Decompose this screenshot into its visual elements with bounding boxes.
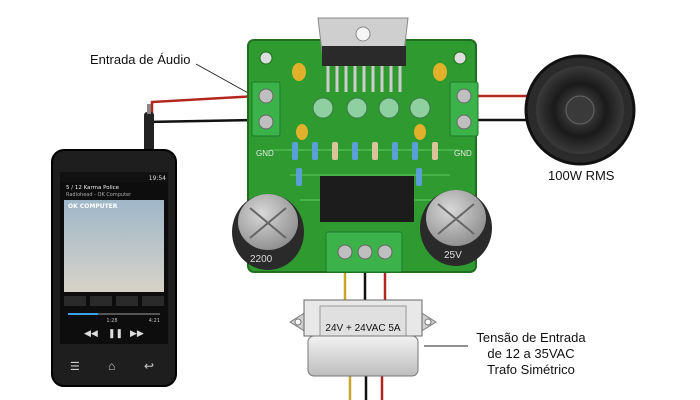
menu-icon[interactable]: ☰ — [70, 361, 80, 373]
input-voltage-label-line3: Trafo Simétrico — [487, 362, 575, 377]
phone-track-title: 5 / 12 Karma Police — [66, 185, 120, 191]
amplifier-chip — [317, 17, 409, 92]
album-title: OK COMPUTER — [68, 203, 118, 210]
previous-icon[interactable]: ◀◀ — [84, 328, 98, 338]
smartphone: 19:54 5 / 12 Karma Police Radiohead - OK… — [51, 149, 177, 387]
phone-elapsed: 1:28 — [106, 318, 117, 324]
power-input-terminal — [325, 231, 403, 273]
equalizer-buttons[interactable] — [64, 296, 164, 306]
back-icon[interactable]: ↩ — [144, 359, 154, 373]
audio-cable — [144, 94, 259, 152]
resistors — [292, 142, 438, 186]
phone-duration: 4:21 — [149, 318, 160, 324]
audio-label-leader — [195, 63, 251, 95]
tantalum-capacitor — [292, 63, 306, 81]
input-voltage-label-line2: de 12 a 35VAC — [487, 346, 575, 361]
pause-icon[interactable]: ❚❚ — [108, 328, 123, 339]
speaker-power-label: 100W RMS — [548, 168, 615, 183]
tantalum-capacitor — [433, 63, 447, 81]
headphone-jack — [144, 112, 154, 152]
speaker-output-terminal — [449, 81, 479, 137]
capacitor-left-marking: 2200 — [250, 254, 273, 265]
capacitor-right-marking: 25V — [444, 250, 462, 261]
gnd-marking-left: GND — [256, 149, 274, 158]
home-icon[interactable]: ⌂ — [108, 359, 115, 373]
input-voltage-label-line1: Tensão de Entrada — [476, 330, 586, 345]
album-art — [64, 200, 164, 292]
amplifier-board: 2200 25V GND GND — [232, 17, 492, 273]
transformer: 24V + 24VAC 5A — [289, 299, 437, 377]
gnd-marking-right: GND — [454, 149, 472, 158]
filter-capacitor-left: 2200 — [232, 194, 304, 270]
tantalum-capacitor — [414, 124, 426, 140]
next-icon[interactable]: ▶▶ — [130, 328, 144, 338]
audio-input-label: Entrada de Áudio — [90, 52, 191, 67]
tantalum-capacitor — [296, 124, 308, 140]
small-capacitors — [312, 97, 431, 119]
speaker-cable — [478, 94, 532, 122]
phone-artist: Radiohead - OK Computer — [66, 192, 132, 198]
audio-input-terminal — [251, 81, 281, 137]
heatsink-block — [320, 176, 414, 222]
phone-time: 19:54 — [149, 175, 166, 182]
filter-capacitor-right: 25V — [420, 190, 492, 266]
speaker — [524, 54, 636, 166]
transformer-rating: 24V + 24VAC 5A — [325, 323, 400, 334]
